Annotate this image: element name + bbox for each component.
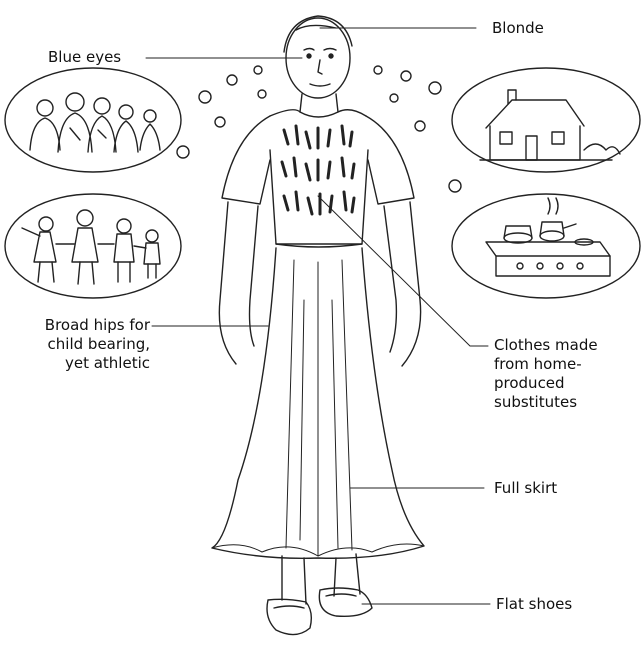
label-clothes: Clothes made from home- produced substit… — [494, 336, 598, 412]
label-broad-hips-line-2: child bearing, — [4, 335, 150, 354]
group-of-children-icon — [5, 194, 181, 298]
label-broad-hips-line-3: yet athletic — [4, 354, 150, 373]
label-broad-hips-line-1: Broad hips for — [4, 316, 150, 335]
label-clothes-line-3: produced — [494, 374, 598, 393]
label-full-skirt: Full skirt — [494, 479, 557, 498]
house-icon — [452, 68, 640, 172]
label-clothes-line-2: from home- — [494, 355, 598, 374]
label-clothes-line-4: substitutes — [494, 393, 598, 412]
kitchen-stove-icon — [452, 194, 640, 298]
leader-line-clothes — [318, 196, 488, 346]
label-flat-shoes: Flat shoes — [496, 595, 572, 614]
woman-figure-icon — [212, 16, 424, 635]
label-broad-hips: Broad hips for child bearing, yet athlet… — [4, 316, 150, 373]
label-blonde: Blonde — [492, 19, 544, 38]
label-clothes-line-1: Clothes made — [494, 336, 598, 355]
group-of-adults-icon — [5, 68, 181, 172]
label-blue-eyes: Blue eyes — [48, 48, 121, 67]
